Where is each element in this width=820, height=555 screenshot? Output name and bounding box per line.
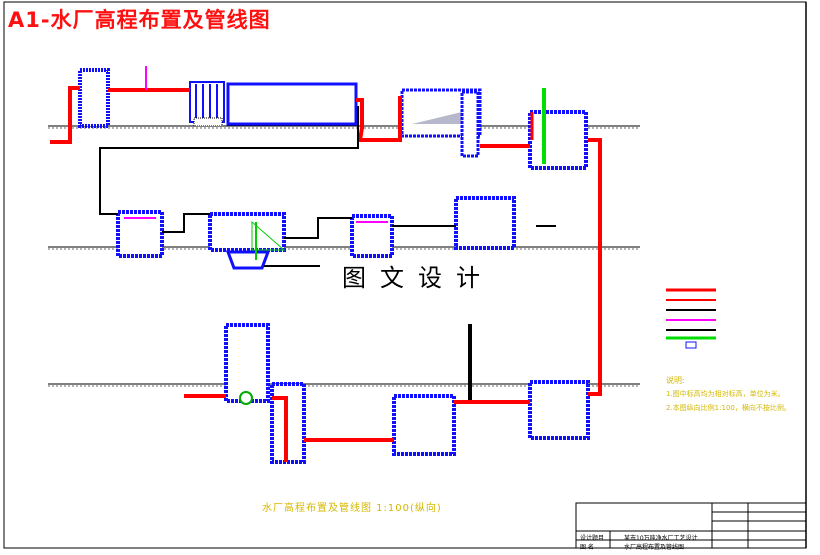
clear-water-tank-top: [528, 110, 588, 170]
pump-well-tall: [224, 323, 270, 403]
drawing-caption: 水厂高程布置及管线图 1:100(纵向): [262, 503, 442, 514]
note-line-1: 1.图中标高均为相对标高，单位为米。: [666, 390, 785, 398]
clear-water-tank-3: [528, 380, 590, 440]
drawing-name-value: 水厂高程布置及管线图: [624, 544, 685, 551]
flocculation-tank: [189, 81, 225, 127]
design-topic-label: 设计题目: [580, 535, 605, 542]
note-line-2: 2.本图纵向比例1:100，横向不按比例。: [666, 404, 791, 412]
watermark-text: 图文设计: [338, 258, 498, 293]
design-topic-value: 某市10万吨净水厂工艺设计: [624, 535, 698, 542]
black-pipe: [99, 106, 556, 267]
red-water-pipe: [50, 86, 602, 462]
drawing-title: A1-水厂高程布置及管线图: [8, 8, 271, 32]
drawing-name-label: 图 名: [580, 544, 594, 551]
magenta-sludge-pipe: [124, 66, 388, 223]
filter-tank: [400, 88, 482, 158]
pump-symbol: [239, 391, 253, 405]
sludge-thickener: [208, 212, 286, 270]
notes-heading: 说明:: [666, 376, 685, 385]
dewatering-room: [454, 196, 516, 250]
sedimentation-tank: [226, 82, 358, 126]
intake-well: [78, 68, 110, 128]
title-block: [575, 502, 807, 549]
sludge-tank-1: [116, 210, 164, 258]
clear-water-tank-2: [392, 394, 456, 456]
legend: [666, 288, 716, 349]
